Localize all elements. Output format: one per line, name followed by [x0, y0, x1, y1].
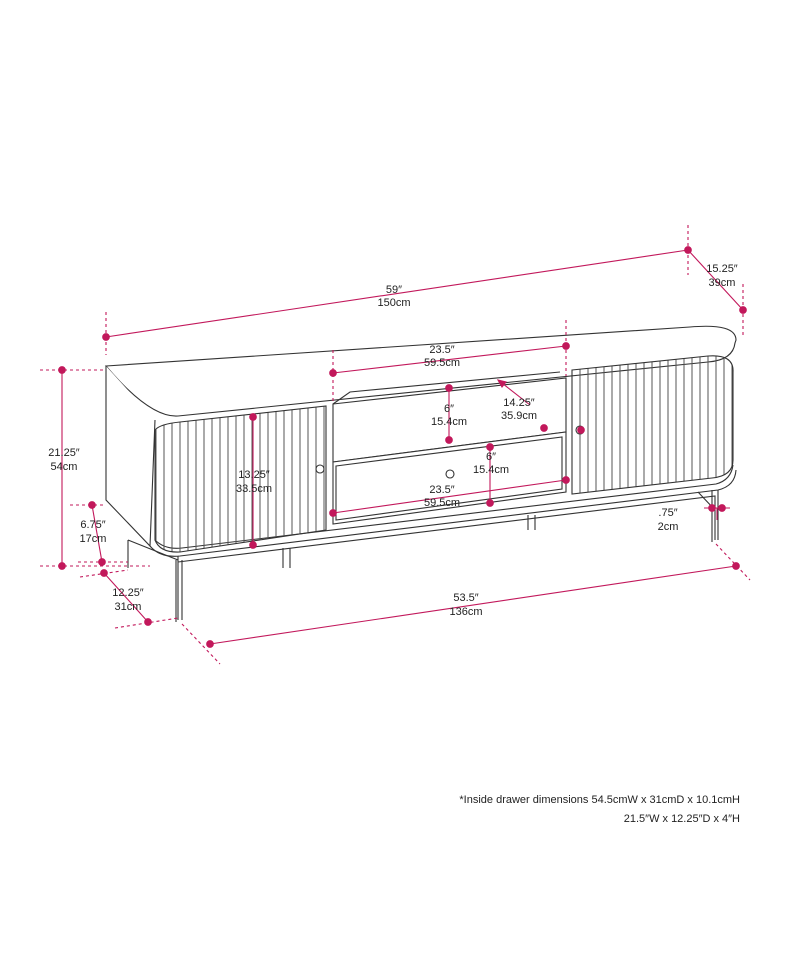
leg-height-metric: 17cm: [80, 533, 107, 545]
tv-stand-outline: [104, 325, 737, 622]
drawer-width-metric: 59.5cm: [424, 497, 460, 509]
overall-height-imperial: 21.25″: [48, 447, 80, 459]
left-door-knob: [315, 464, 325, 474]
shelf-height-metric: 15.4cm: [431, 416, 467, 428]
legs: [175, 490, 719, 622]
open-shelf-back: [332, 371, 561, 405]
shelf-depth-metric: 35.9cm: [501, 410, 537, 422]
overall-depth-metric: 39cm: [709, 277, 736, 289]
drawer-height-imperial: 6″: [486, 451, 496, 463]
base-frame: [127, 491, 716, 620]
door-height-imperial: 13.25″: [238, 469, 270, 481]
drawer-inside-note-imperial: 21.5″W x 12.25″D x 4″H: [623, 813, 740, 825]
dimension-lines: [40, 225, 751, 665]
door-height-metric: 33.5cm: [236, 483, 272, 495]
cabinet-top: [104, 325, 737, 417]
leg-width-metric: 2cm: [658, 521, 679, 533]
base-width-imperial: 53.5″: [453, 592, 478, 604]
shelf-depth-imperial: 14.25″: [503, 397, 535, 409]
overall-height-metric: 54cm: [51, 461, 78, 473]
shelf-width-imperial: 23.5″: [429, 344, 454, 356]
drawer-height-metric: 15.4cm: [473, 464, 509, 476]
overall-width-metric: 150cm: [377, 297, 410, 309]
drawer-knob: [445, 469, 455, 479]
leg-width-imperial: .75″: [658, 507, 677, 519]
base-width-metric: 136cm: [449, 606, 482, 618]
shelf-width-metric: 59.5cm: [424, 357, 460, 369]
right-door: [571, 355, 734, 495]
overall-width-imperial: 59″: [386, 284, 402, 296]
overall-depth-imperial: 15.25″: [706, 263, 738, 275]
dimension-labels: 59″ 150cm 15.25″ 39cm 21.25″ 54cm 6.75″ …: [48, 263, 738, 618]
left-door: [154, 405, 327, 553]
left-end-panel: [105, 366, 156, 548]
shelf-height-imperial: 6″: [444, 403, 454, 415]
base-depth-metric: 31cm: [115, 601, 142, 613]
leg-height-imperial: 6.75″: [80, 519, 105, 531]
drawer-inside-note-metric: *Inside drawer dimensions 54.5cmW x 31cm…: [459, 794, 740, 806]
base-depth-imperial: 12.25″: [112, 587, 144, 599]
drawer-width-imperial: 23.5″: [429, 484, 454, 496]
